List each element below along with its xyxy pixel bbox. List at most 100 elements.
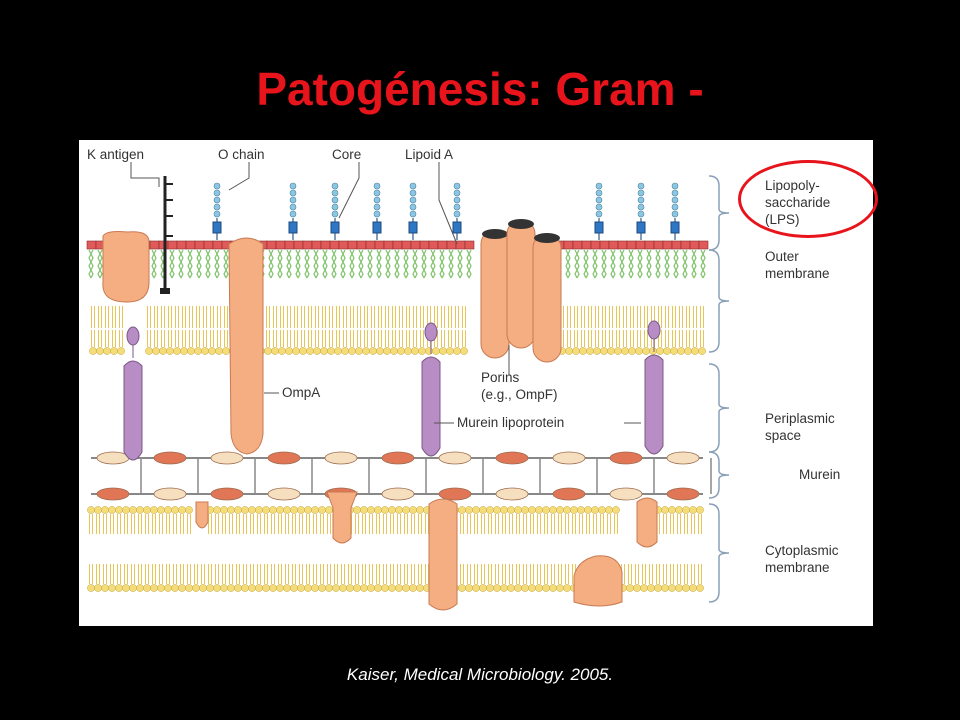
lipid-tail — [96, 564, 100, 584]
lps-highlight-circle — [738, 160, 878, 238]
lipid-head — [264, 347, 272, 355]
lipid-tail — [362, 564, 366, 584]
lps-tail — [628, 249, 634, 279]
lipid-head — [129, 584, 137, 592]
lps-head — [680, 240, 691, 250]
lipid-tail — [495, 514, 499, 534]
lps-head — [374, 240, 385, 250]
lipid-tail — [152, 564, 156, 584]
lipid-tail — [315, 306, 319, 328]
lipid-tail — [117, 564, 121, 584]
lps-tail — [691, 249, 697, 279]
lipid-head — [563, 584, 571, 592]
lps-tail — [682, 249, 688, 279]
murein-unit — [96, 451, 130, 465]
lipid-tail — [565, 514, 569, 534]
lipid-tail — [399, 306, 403, 328]
lipid-head — [663, 347, 671, 355]
lipid-tail — [292, 564, 296, 584]
core-oligosaccharide — [452, 221, 462, 234]
lipid-head — [292, 347, 300, 355]
lipid-tail — [257, 564, 261, 584]
lipid-tail — [588, 306, 592, 328]
o-chain-sugar — [409, 189, 417, 197]
lipid-head — [689, 506, 697, 514]
murein-unit — [666, 451, 700, 465]
label-murein-lipoprotein: Murein lipoprotein — [457, 415, 564, 430]
lipid-head — [556, 584, 564, 592]
lipid-head — [528, 506, 536, 514]
lipid-tail — [609, 330, 613, 347]
lipid-head — [465, 584, 473, 592]
o-chain-sugar — [331, 203, 339, 211]
o-chain-sugar — [595, 189, 603, 197]
lipid-head — [465, 506, 473, 514]
lipid-tail — [280, 306, 284, 328]
lipid-head — [486, 506, 494, 514]
murein-unit — [495, 487, 529, 501]
lipid-head — [572, 347, 580, 355]
lps-head — [599, 240, 610, 250]
lipid-head — [110, 347, 118, 355]
lipid-head — [507, 506, 515, 514]
lipid-head — [432, 347, 440, 355]
lipid-tail — [495, 564, 499, 584]
lps-head — [653, 240, 664, 250]
lipid-tail — [320, 514, 324, 534]
lipid-tail — [537, 564, 541, 584]
lps-head — [464, 240, 475, 250]
lipid-head — [453, 347, 461, 355]
o-chain-sugar — [373, 210, 381, 218]
lipid-tail — [665, 330, 669, 347]
lipid-head — [201, 347, 209, 355]
lipid-tail — [357, 306, 361, 328]
lps-tail — [601, 249, 607, 279]
lps-tail — [196, 249, 202, 279]
lps-tail — [592, 249, 598, 279]
lps-head — [383, 240, 394, 250]
lipid-tail — [362, 514, 366, 534]
lipid-head — [194, 347, 202, 355]
lipid-tail — [145, 514, 149, 534]
lipid-head — [684, 347, 692, 355]
lipid-tail — [168, 306, 172, 328]
lipid-tail — [320, 564, 324, 584]
lipid-tail — [208, 564, 212, 584]
o-chain-sugar — [637, 189, 645, 197]
slide-title: Patogénesis: Gram - — [256, 63, 704, 115]
lps-head — [275, 240, 286, 250]
lipid-head — [159, 347, 167, 355]
lipid-head — [115, 584, 123, 592]
lipid-tail — [166, 564, 170, 584]
murein-unit — [438, 487, 472, 501]
lipid-head — [171, 506, 179, 514]
lipid-tail — [600, 514, 604, 534]
lipid-head — [409, 584, 417, 592]
lipid-tail — [413, 330, 417, 347]
lipid-tail — [406, 330, 410, 347]
lipid-tail — [644, 330, 648, 347]
lipid-tail — [441, 306, 445, 328]
lipid-head — [150, 584, 158, 592]
lipid-head — [143, 584, 151, 592]
lipid-head — [276, 506, 284, 514]
layer-brace — [708, 363, 730, 453]
lipid-tail — [623, 330, 627, 347]
lipid-head — [656, 347, 664, 355]
lipid-head — [101, 506, 109, 514]
lipid-tail — [530, 514, 534, 534]
murein-unit — [267, 487, 301, 501]
membrane-protein — [326, 491, 358, 544]
label-porins-1: Porins — [481, 370, 520, 385]
core-oligosaccharide — [288, 221, 298, 234]
lipid-head — [108, 584, 116, 592]
lipid-tail — [98, 306, 102, 328]
lipid-head — [528, 584, 536, 592]
lipid-tail — [502, 564, 506, 584]
murein-unit — [552, 487, 586, 501]
lps-head — [302, 240, 313, 250]
murein-unit — [210, 487, 244, 501]
lipid-tail — [343, 330, 347, 347]
lipid-head — [565, 347, 573, 355]
lipid-tail — [250, 564, 254, 584]
